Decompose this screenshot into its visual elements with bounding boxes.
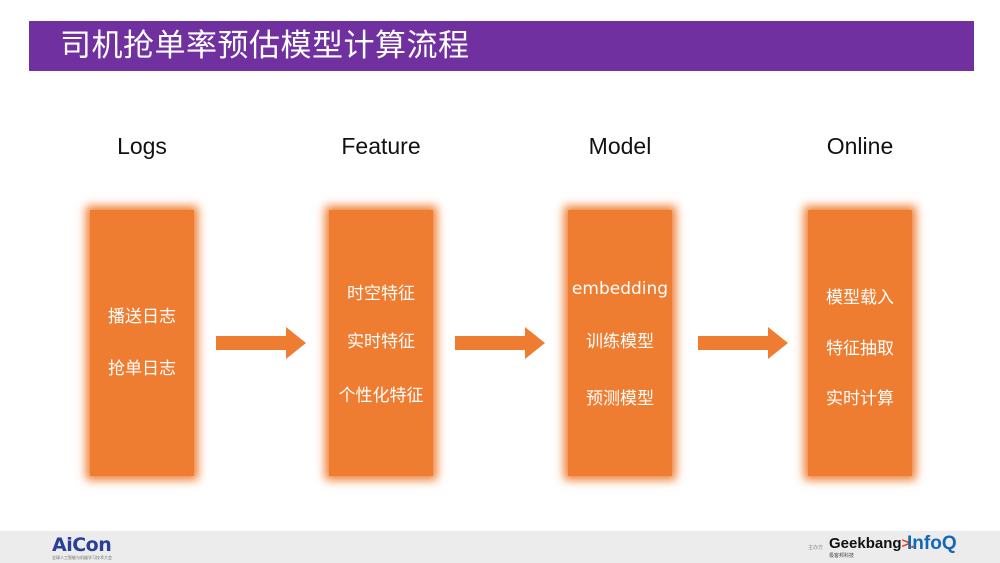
sponsor-label: 主办方 [808,545,824,551]
stage-box-feature [329,210,433,476]
stage-item: embedding [571,279,669,299]
geekbang-arrow: >. [901,535,915,552]
stage-item: 实时计算 [826,389,894,409]
arrow-right-icon [698,327,788,359]
arrow-right-icon [216,327,306,359]
stage-item: 播送日志 [108,307,176,327]
arrow-right-icon [455,327,545,359]
stage-item: 时空特征 [347,284,415,304]
stage-heading-model: Model [588,133,652,159]
title-bar [29,21,974,71]
stage-item: 抢单日志 [108,359,176,379]
footer [0,531,1000,563]
stage-box-model [568,210,672,476]
geekbang-text: Geekbang [829,535,902,552]
infoq-logo: InfoQ [907,533,957,554]
stage-box-logs [90,210,194,476]
stage-heading-online: Online [826,133,894,159]
stage-box-online [808,210,912,476]
geekbang-subtitle: 极客邦科技 [829,553,855,559]
geekbang-logo: Geekbang>. [829,535,914,552]
stage-item: 预测模型 [586,389,654,409]
stage-item: 模型载入 [826,288,894,308]
slide-title: 司机抢单率预估模型计算流程 [60,28,470,64]
stage-heading-feature: Feature [341,133,421,159]
stage-item: 特征抽取 [826,339,894,359]
stage-heading-logs: Logs [117,133,167,159]
stage-item: 个性化特征 [338,386,424,406]
stage-item: 实时特征 [347,332,415,352]
stage-item: 训练模型 [586,332,654,352]
aicon-logo-subtitle: 全球人工智能与机器学习技术大会 [52,555,112,560]
aicon-logo: AiCon [52,534,112,556]
